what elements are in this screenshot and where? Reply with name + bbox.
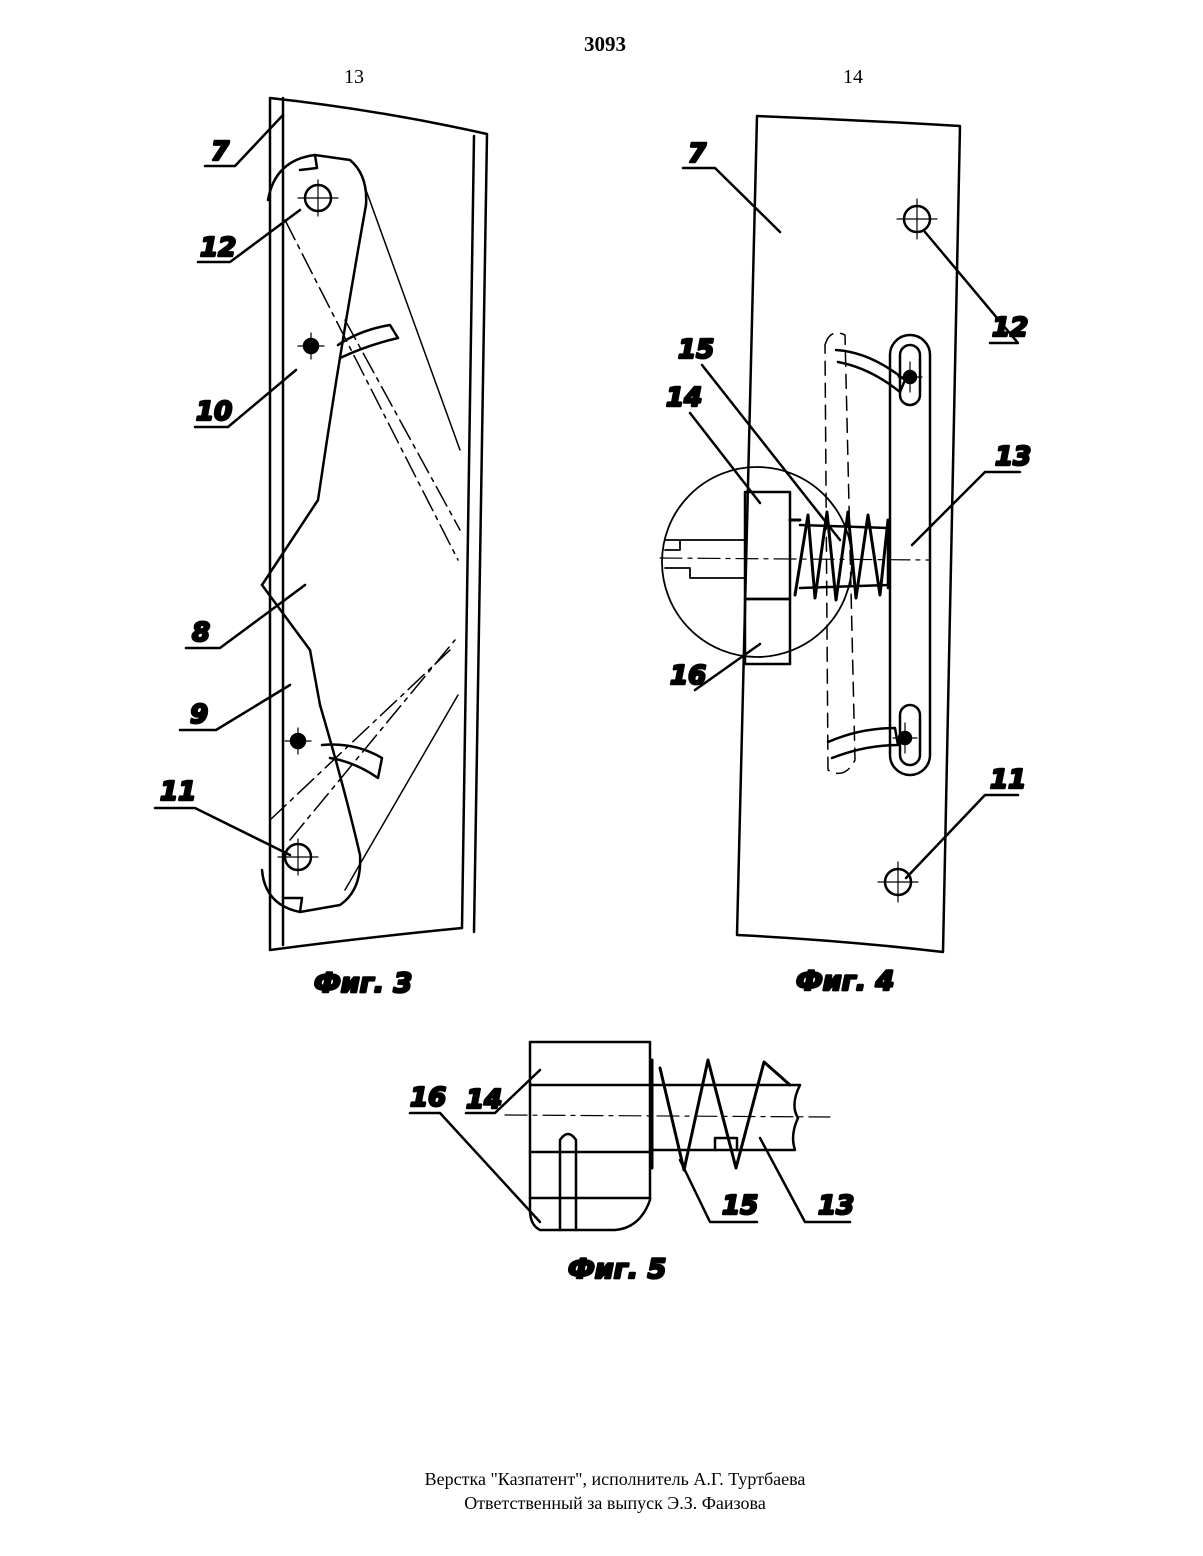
fig3-label-7: 7 (211, 137, 230, 167)
figure-5: 16 14 15 13 Фиг. 5 (410, 1042, 854, 1285)
fig4-caption: Фиг. 4 (796, 966, 894, 997)
fig4-pin (665, 540, 745, 578)
fig3-label-8: 8 (192, 618, 210, 648)
fig4-label-13: 13 (995, 442, 1031, 472)
fig4-label-7: 7 (688, 139, 707, 169)
fig4-label-14: 14 (666, 383, 702, 413)
fig5-label-16: 16 (410, 1083, 446, 1113)
footer-line-2: Ответственный за выпуск Э.З. Фаизова (0, 1491, 1203, 1515)
fig3-label-9: 9 (190, 700, 208, 730)
fig5-label-13: 13 (818, 1191, 854, 1221)
fig5-label-14: 14 (466, 1085, 502, 1115)
fig4-label-11: 11 (990, 765, 1026, 795)
figure-3: 7 12 10 8 9 11 Фиг. 3 (155, 98, 487, 999)
footer: Верстка "Казпатент", исполнитель А.Г. Ту… (0, 1467, 1203, 1515)
fig4-leaders (683, 168, 1020, 878)
fig3-lever-9 (262, 705, 360, 912)
fig5-block-slot (560, 1134, 576, 1230)
fig5-caption: Фиг. 5 (568, 1254, 666, 1285)
fig4-block-16 (745, 599, 790, 664)
fig3-lever-10 (262, 155, 366, 585)
fig4-detail-circle (662, 467, 852, 657)
fig4-label-15: 15 (678, 335, 714, 365)
fig4-lower-curve (828, 728, 898, 758)
fig3-label-12: 12 (200, 233, 236, 263)
fig5-block (530, 1042, 650, 1230)
fig3-label-10: 10 (196, 397, 232, 427)
footer-line-1: Верстка "Казпатент", исполнитель А.Г. Ту… (0, 1467, 1203, 1491)
fig5-label-15: 15 (722, 1191, 758, 1221)
figure-4: 7 12 15 14 13 16 11 Фиг. 4 (660, 116, 1031, 997)
fig3-label-11: 11 (160, 777, 196, 807)
fig4-bar-13 (890, 335, 930, 775)
fig3-lower-diagonal (345, 695, 458, 890)
fig3-upper-diagonal (366, 190, 460, 450)
fig4-label-12: 12 (992, 313, 1028, 343)
fig3-lower-slot (322, 745, 382, 778)
fig4-block-14 (745, 492, 790, 599)
fig4-label-16: 16 (670, 661, 706, 691)
fig3-caption: Фиг. 3 (314, 968, 412, 999)
